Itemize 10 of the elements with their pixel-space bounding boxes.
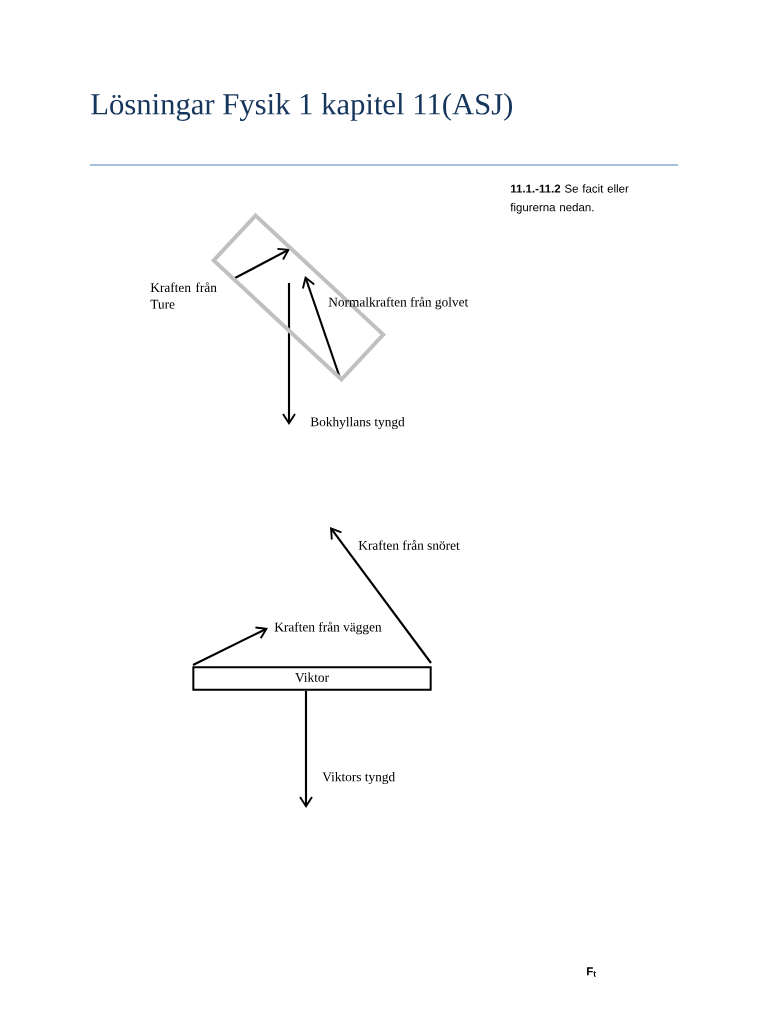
board-box: Viktor <box>192 666 432 691</box>
force-symbol: F$_{t}$ <box>587 967 596 977</box>
force-label: Normalkraften från golvet <box>328 296 469 310</box>
force-label: Bokhyllans tyngd <box>310 416 405 430</box>
instruction-text: 11.1.-11.2 Se facit eller figurerna nedan. <box>510 184 629 214</box>
page-title: Lösningar Fysik 1 kapitel 11(ASJ) <box>91 93 512 121</box>
force-label: Kraften från snöret <box>358 540 460 550</box>
force-label: Kraften från Ture <box>150 282 217 309</box>
force-label: Kraften från väggen <box>274 621 382 635</box>
force-label: Viktors tyngd <box>322 771 395 785</box>
